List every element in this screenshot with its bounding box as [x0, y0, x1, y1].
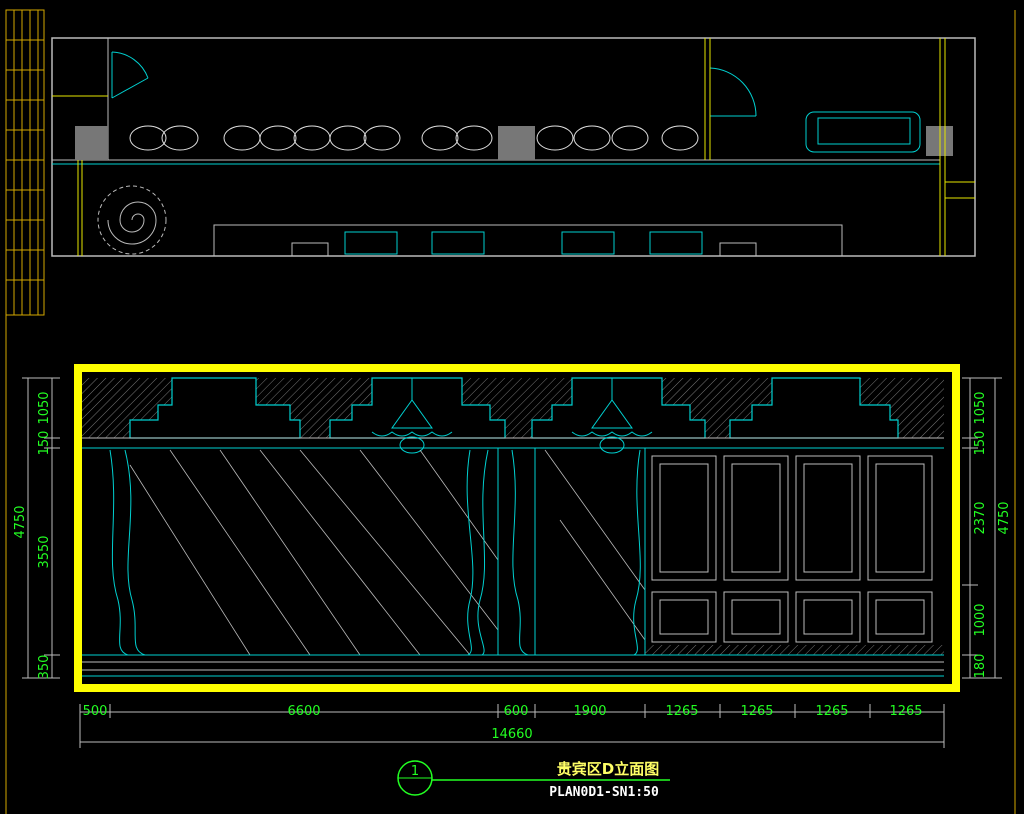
- dim-bottom-8: 1265: [889, 704, 922, 719]
- dim-bottom-5: 1265: [665, 704, 698, 719]
- dim-left-2: 150: [37, 431, 52, 456]
- dim-right-3: 2370: [973, 501, 988, 534]
- dim-bottom-total: 14660: [491, 727, 532, 742]
- sheet-label: PLAN0D1-SN1:50: [549, 785, 659, 800]
- dim-left-1: 1050: [37, 391, 52, 424]
- left-dimension-labels: 1050 150 3550 350 4750: [13, 391, 52, 679]
- right-dimension-labels: 1050 150 2370 1000 180 4750: [973, 391, 1012, 678]
- dimension-lines: [22, 377, 1002, 748]
- glass-diagonals: [129, 449, 646, 656]
- wall-panels: [651, 455, 933, 643]
- dim-left-4: 350: [37, 655, 52, 680]
- dim-bottom-3: 600: [504, 704, 529, 719]
- dim-right-total: 4750: [997, 501, 1012, 534]
- door-swing-right: [709, 67, 757, 117]
- highlight-frame: [74, 364, 960, 692]
- dim-right-5: 180: [973, 654, 988, 679]
- dim-bottom-7: 1265: [815, 704, 848, 719]
- drawing-title: 贵宾区D立面图: [557, 760, 659, 778]
- dim-bottom-4: 1900: [573, 704, 606, 719]
- title-block: 1 贵宾区D立面图 PLAN0D1-SN1:50: [397, 760, 670, 800]
- spiral-ornament: [97, 185, 167, 255]
- door-swing-left: [111, 51, 149, 99]
- curtains: [109, 449, 641, 656]
- dim-right-4: 1000: [973, 603, 988, 636]
- dim-bottom-2: 6600: [287, 704, 320, 719]
- dim-bottom-1: 500: [83, 704, 108, 719]
- dim-bottom-6: 1265: [740, 704, 773, 719]
- callout-number: 1: [411, 764, 419, 779]
- bottom-dimension-labels: 500 6600 600 1900 1265 1265 1265 1265 14…: [83, 704, 923, 742]
- dim-right-2: 150: [973, 431, 988, 456]
- dining-tables: [129, 125, 699, 151]
- dim-right-1: 1050: [973, 391, 988, 424]
- counter-chairs: [344, 231, 703, 255]
- dim-left-3: 3550: [37, 535, 52, 568]
- sofa-plan: [805, 111, 921, 153]
- left-stair-grid: [5, 9, 1016, 814]
- dim-left-total: 4750: [13, 505, 28, 538]
- chandelier-left: [371, 378, 453, 454]
- elevation-view: [74, 364, 960, 692]
- chandelier-right: [571, 378, 653, 454]
- plan-view: [51, 37, 976, 257]
